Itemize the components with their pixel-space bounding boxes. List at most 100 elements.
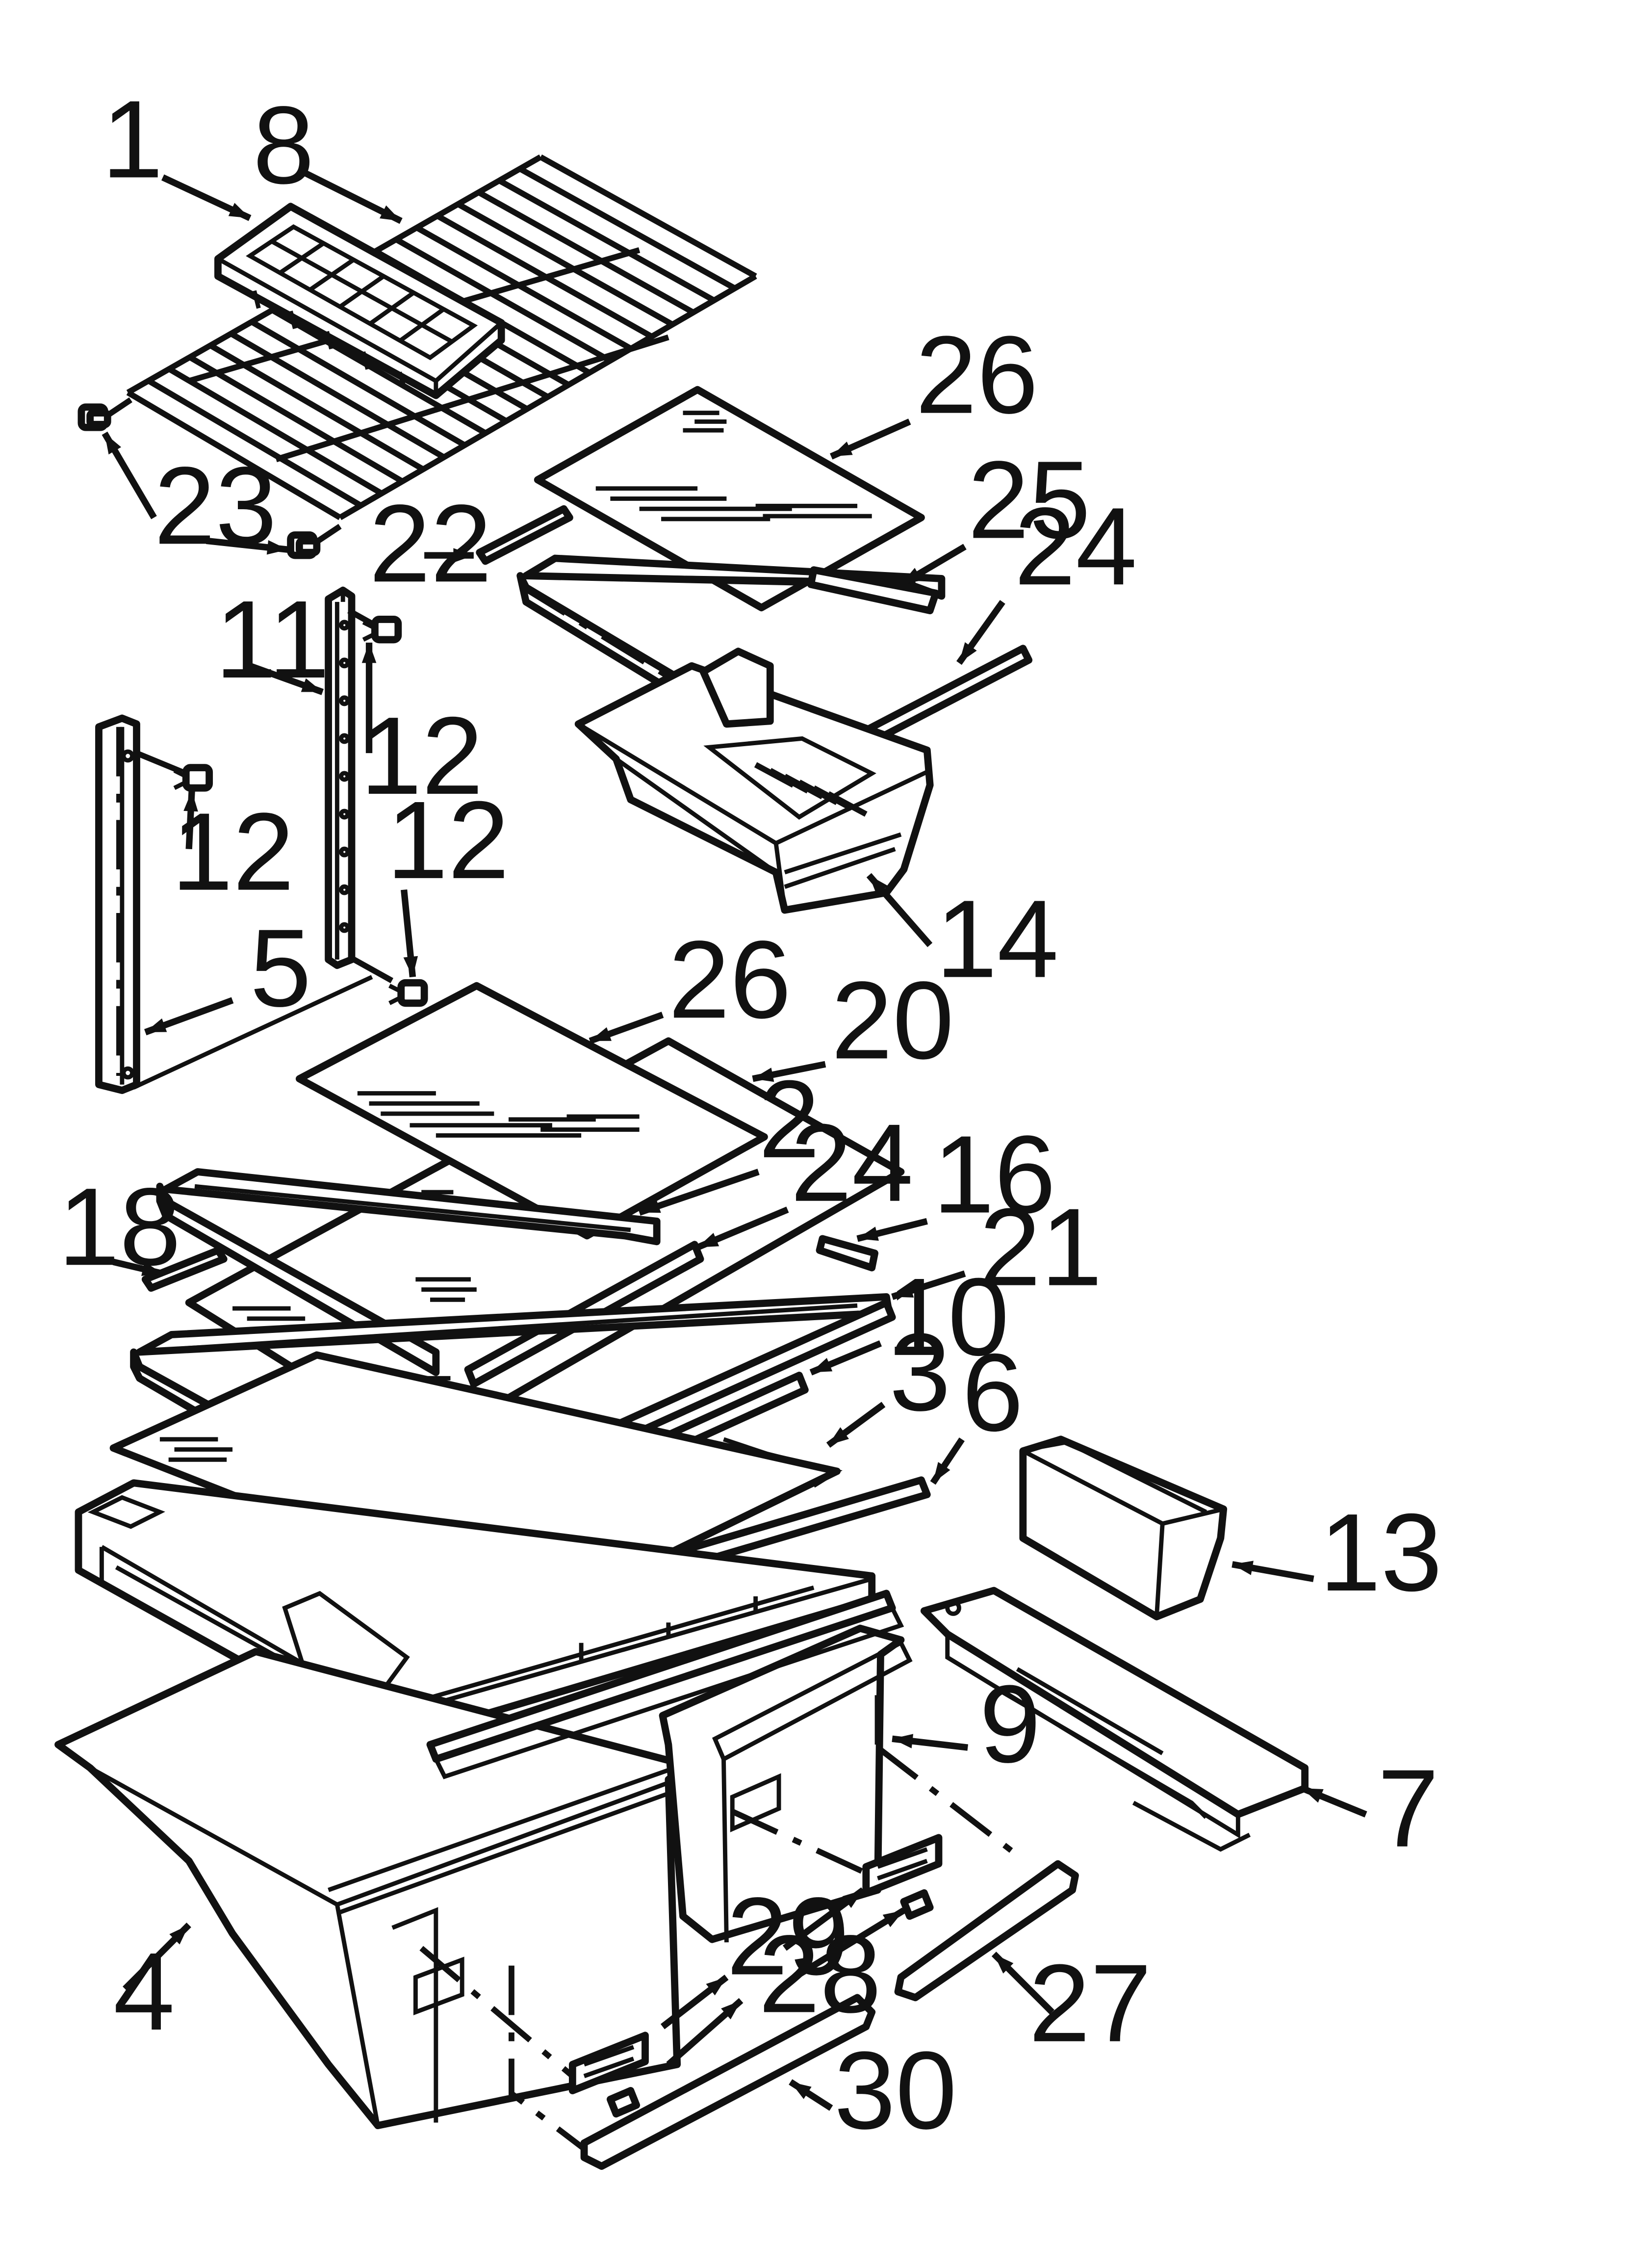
pan-slot — [827, 791, 868, 817]
leader-arrowhead — [790, 2082, 812, 2099]
leader-arrowhead — [266, 540, 288, 555]
leader-arrowhead — [104, 433, 122, 455]
shelf-wire — [230, 331, 446, 460]
shelf-wire — [250, 319, 466, 448]
door-bin — [1019, 1435, 1228, 1620]
shelf-wire — [415, 225, 633, 351]
tray-divider — [270, 239, 453, 344]
callout-11: 11 — [215, 577, 330, 701]
leader-arrowhead — [811, 1357, 833, 1373]
shelf-wire — [188, 355, 404, 484]
callout-28: 28 — [759, 1912, 881, 2035]
leader-arrowhead — [869, 875, 888, 895]
rail-hole — [339, 695, 350, 706]
screw-left — [173, 764, 213, 792]
leader-arrowhead — [900, 568, 923, 585]
control-housing — [920, 1587, 1309, 1852]
leader-arrowhead — [169, 1925, 189, 1945]
leader-arrowhead — [828, 1427, 849, 1445]
shelf-wire — [126, 390, 342, 521]
leader-arrowhead — [892, 1734, 914, 1748]
callout-20: 20 — [831, 958, 954, 1082]
leader-arrowhead — [697, 1232, 719, 1248]
leader-line — [638, 1169, 760, 1216]
leader-arrowhead — [994, 1954, 1014, 1974]
callout-5: 5 — [250, 906, 311, 1030]
glass-shelf-lower — [295, 982, 768, 1240]
callout-23: 23 — [154, 443, 277, 567]
leader-arrowhead — [639, 1199, 661, 1213]
slide-bracket-lower — [568, 2032, 649, 2094]
callout-8: 8 — [253, 83, 314, 207]
callout-29: 29 — [726, 1874, 849, 1998]
callout-6: 6 — [962, 1330, 1023, 1454]
callout-3: 3 — [889, 1310, 950, 1434]
shelf-wire — [539, 154, 757, 279]
leader-arrowhead — [228, 203, 250, 218]
callout-14: 14 — [936, 877, 1058, 1000]
callout-9: 9 — [979, 1662, 1041, 1786]
rail-hole — [339, 922, 350, 933]
shelf-stud-lower — [287, 531, 321, 559]
callout-labels: 1 8 26 23 22 25 24 11 12 12 12 14 5 26 2… — [58, 78, 1442, 2152]
shelf-wire — [477, 189, 695, 315]
leader-arrowhead — [842, 1890, 863, 1908]
leader-arrowhead — [882, 1910, 904, 1928]
crisper-drawer-left — [54, 1648, 690, 2129]
leader-arrowhead — [752, 1068, 774, 1082]
shelf-wire — [147, 378, 362, 508]
callout-2: 2 — [759, 1057, 820, 1181]
callout-25: 25 — [968, 438, 1090, 561]
callout-13: 13 — [1319, 1490, 1442, 1614]
leader-arrowhead — [1302, 1788, 1324, 1803]
shelf-wire — [394, 236, 612, 364]
ice-cube-tray — [214, 203, 505, 399]
meat-pan — [574, 648, 934, 914]
rail-hole — [339, 657, 350, 669]
callout-24: 24 — [1014, 484, 1137, 608]
callout-27: 27 — [1029, 1941, 1152, 2065]
leader-arrowhead — [145, 1018, 167, 1033]
leader-arrowhead — [141, 1262, 163, 1276]
callout-12: 12 — [172, 790, 294, 913]
screw-lower — [388, 979, 428, 1007]
leader-arrowhead — [183, 791, 198, 812]
shelf-wire — [498, 178, 716, 303]
shelf-stud-upper — [77, 403, 111, 431]
callout-30: 30 — [834, 2028, 957, 2152]
rail-hole — [339, 846, 350, 858]
leader-arrowhead — [361, 642, 377, 663]
rail-hole — [339, 733, 350, 744]
rail-hole — [339, 808, 350, 820]
leader-line — [797, 1907, 906, 1978]
screw-upper — [362, 616, 402, 644]
leader-arrowhead — [453, 548, 474, 563]
callout-10: 10 — [886, 1255, 1009, 1379]
slide-clip-upper — [900, 1889, 934, 1920]
callout-16: 16 — [933, 1113, 1055, 1236]
callout-12: 12 — [386, 778, 509, 902]
callout-26: 26 — [668, 917, 791, 1041]
leader-lines — [102, 168, 1367, 2111]
slide-bracket-upper — [862, 1834, 943, 1897]
shelf-wire — [456, 201, 674, 327]
leader-arrowhead — [590, 1027, 612, 1041]
leader-arrowhead — [721, 2000, 742, 2020]
callout-4: 4 — [113, 1929, 175, 2053]
callout-18: 18 — [58, 1165, 181, 1288]
crisper-rail — [426, 1590, 904, 1779]
shelf-ladder-right — [325, 586, 356, 969]
shelf-wire — [271, 307, 487, 436]
rail-hole — [121, 749, 135, 763]
rail-hole — [339, 620, 350, 631]
slide-clip-lower — [606, 2087, 641, 2118]
shelf-wire — [518, 166, 737, 291]
callout-26: 26 — [916, 313, 1038, 437]
leader-arrowhead — [301, 678, 323, 692]
leader-arrowhead — [706, 1977, 727, 1996]
callout-1: 1 — [102, 78, 163, 201]
callout-24: 24 — [791, 1101, 913, 1225]
rail-hole — [339, 771, 350, 782]
callout-7: 7 — [1378, 1747, 1439, 1870]
